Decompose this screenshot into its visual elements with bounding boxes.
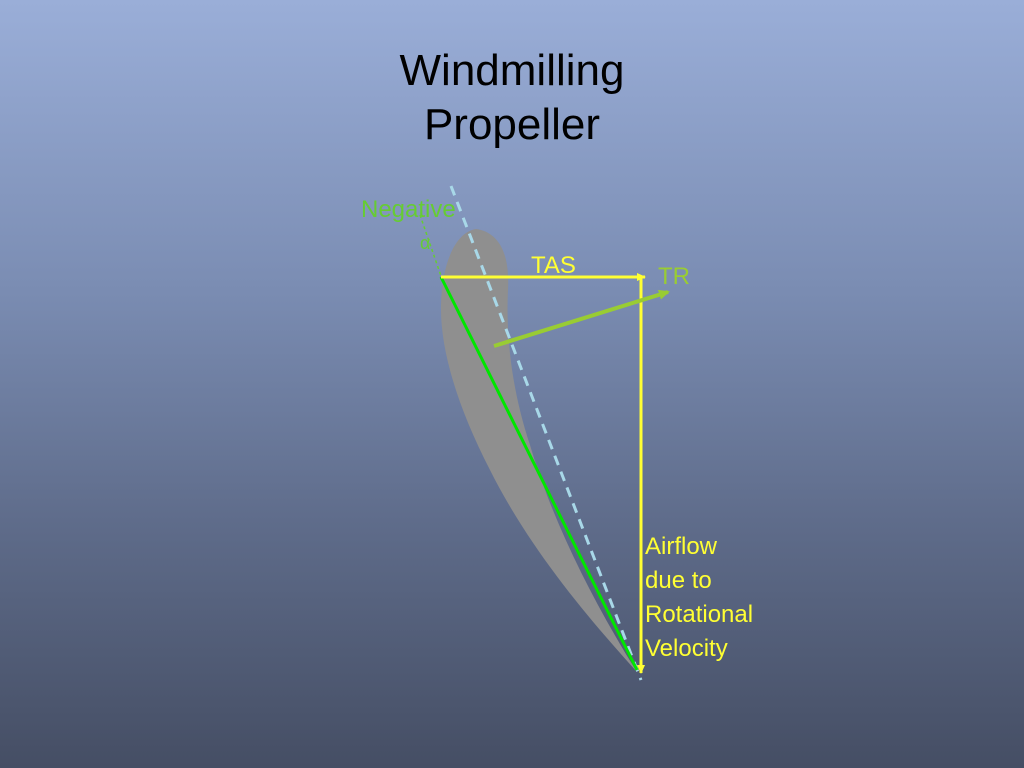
total-reaction-vector bbox=[493, 289, 670, 348]
airflow-label-line-1: Airflow bbox=[645, 533, 718, 560]
zero-lift-dashed-line bbox=[449, 185, 643, 681]
alpha-indicator-line bbox=[419, 214, 442, 277]
tas-label: TAS bbox=[531, 252, 576, 279]
chord-line bbox=[439, 276, 639, 671]
airflow-label-line-2: due to bbox=[645, 567, 712, 594]
negative-label: Negative bbox=[361, 196, 456, 223]
airflow-label: Airflow due to Rotational Velocity bbox=[645, 530, 753, 666]
alpha-label: α bbox=[420, 233, 431, 253]
airfoil-blade bbox=[440, 229, 637, 672]
slide-title: Windmilling Propeller bbox=[0, 44, 1024, 152]
airflow-label-line-4: Velocity bbox=[645, 635, 728, 662]
slide-title-line-2: Propeller bbox=[423, 100, 601, 149]
tr-label: TR bbox=[658, 263, 690, 290]
airflow-label-line-3: Rotational bbox=[645, 601, 754, 628]
slide-title-line-1: Windmilling bbox=[399, 46, 625, 95]
